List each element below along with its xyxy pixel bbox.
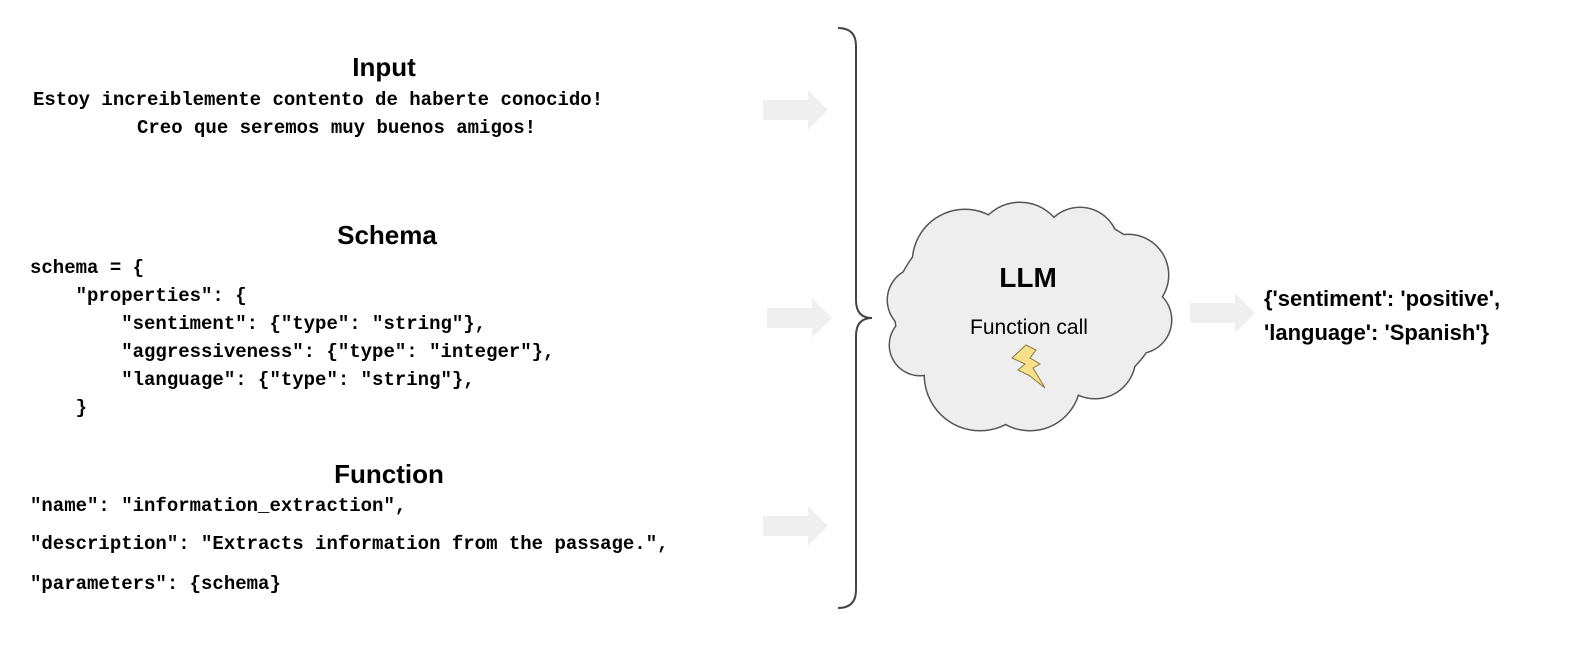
input-text-line-1: Estoy increiblemente contento de haberte… (33, 89, 604, 111)
llm-cloud (888, 203, 1171, 430)
schema-line-3: "sentiment": {"type": "string"}, (30, 313, 487, 335)
function-arrow (763, 506, 828, 546)
lightning-bolt-icon (1011, 344, 1046, 389)
schema-line-6: } (30, 397, 88, 419)
output-arrow (1190, 293, 1255, 333)
function-line-name: "name": "information_extraction", (30, 495, 407, 517)
schema-heading: Schema (337, 220, 437, 250)
output-text-line-1: {'sentiment': 'positive', (1264, 286, 1501, 311)
function-line-description: "description": "Extracts information fro… (30, 533, 669, 555)
schema-line-1: schema = { (30, 257, 145, 279)
schema-line-2: "properties": { (30, 285, 247, 307)
schema-arrow (767, 298, 832, 338)
function-line-parameters: "parameters": {schema} (30, 573, 281, 595)
llm-title: LLM (999, 262, 1057, 293)
curly-brace (837, 27, 873, 609)
input-text-line-2: Creo que seremos muy buenos amigos! (137, 117, 537, 139)
input-arrow (763, 90, 828, 130)
function-heading: Function (334, 459, 444, 489)
output-text-line-2: 'language': 'Spanish'} (1264, 320, 1490, 345)
schema-line-5: "language": {"type": "string"}, (30, 369, 475, 391)
llm-subtitle: Function call (970, 316, 1088, 339)
schema-line-4: "aggressiveness": {"type": "integer"}, (30, 341, 555, 363)
input-heading: Input (352, 52, 416, 82)
